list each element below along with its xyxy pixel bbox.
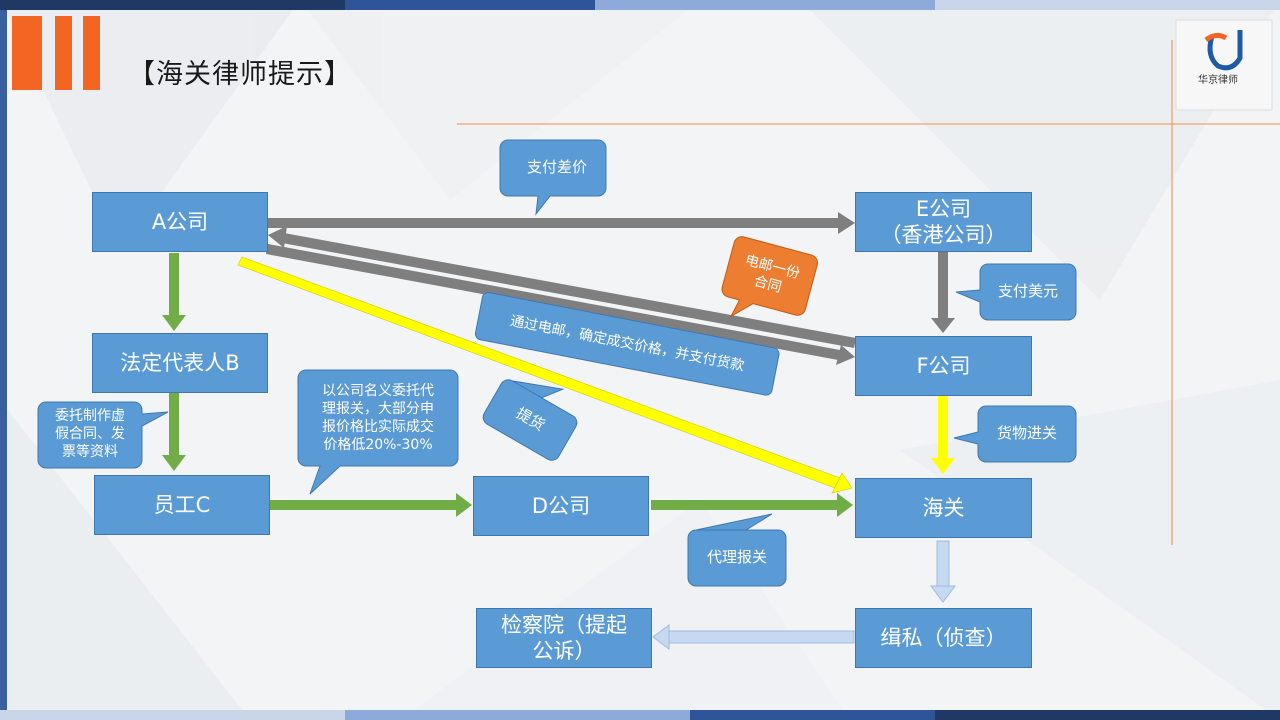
top-stripe-dark — [0, 0, 345, 10]
top-stripe-mid — [345, 0, 595, 10]
page-title: 【海关律师提示】 — [128, 59, 352, 90]
accent-bar-3 — [83, 16, 100, 90]
arrow-f-to-a — [268, 226, 856, 348]
arrow-employee-to-d — [270, 493, 472, 517]
node-d-company: D公司 — [473, 476, 649, 536]
bottom-stripe-light — [345, 710, 690, 720]
top-stripe-pale — [935, 0, 1280, 10]
callout-agent-declare: 代理报关 — [706, 548, 767, 567]
arrow-a-to-legal-rep — [162, 253, 186, 331]
node-anti-smuggling: 缉私（侦查） — [855, 608, 1032, 668]
arrow-d-to-customs — [651, 493, 853, 517]
node-employee: 员工C — [94, 475, 270, 535]
callout-entrust-declare: 以公司名义委托代 理报关，大部分申 报价格比实际成交 价格低20%-30% — [322, 382, 434, 454]
accent-bar-1 — [12, 16, 42, 90]
callout-pay-difference: 支付差价 — [526, 158, 587, 177]
bottom-stripe-mid — [690, 710, 935, 720]
accent-bar-2 — [55, 16, 72, 90]
node-a-company: A公司 — [92, 192, 268, 252]
node-procuratorate: 检察院（提起 公诉） — [476, 608, 652, 668]
arrow-anti-smuggling-to-procuratorate — [652, 624, 855, 650]
callout-pay-usd: 支付美元 — [997, 282, 1058, 301]
callout-shapes — [37, 139, 1077, 587]
arrow-a-to-customs — [237, 256, 853, 494]
node-legal-rep: 法定代表人B — [92, 333, 268, 393]
arrow-legal-rep-to-employee — [162, 393, 186, 471]
arrow-f-to-customs — [931, 396, 955, 474]
logo-caption: 华京律师 — [1198, 75, 1238, 86]
node-customs: 海关 — [855, 478, 1032, 538]
arrow-e-to-f — [931, 252, 955, 333]
callout-entrust-fake: 委托制作虚 假合同、发 票等资料 — [55, 407, 125, 461]
arrow-a-to-e — [268, 212, 855, 234]
arrow-customs-to-anti-smuggling — [930, 540, 956, 603]
bottom-stripe-pale — [0, 710, 345, 720]
logo-icon — [1175, 19, 1273, 111]
top-stripe-light — [595, 0, 935, 10]
left-band — [0, 10, 7, 710]
node-e-company: E公司 （香港公司） — [855, 192, 1032, 252]
bottom-stripe-dark — [935, 710, 1280, 720]
callout-goods-in: 货物进关 — [996, 424, 1057, 443]
arrow-a-to-f — [266, 244, 855, 365]
node-f-company: F公司 — [855, 336, 1032, 396]
